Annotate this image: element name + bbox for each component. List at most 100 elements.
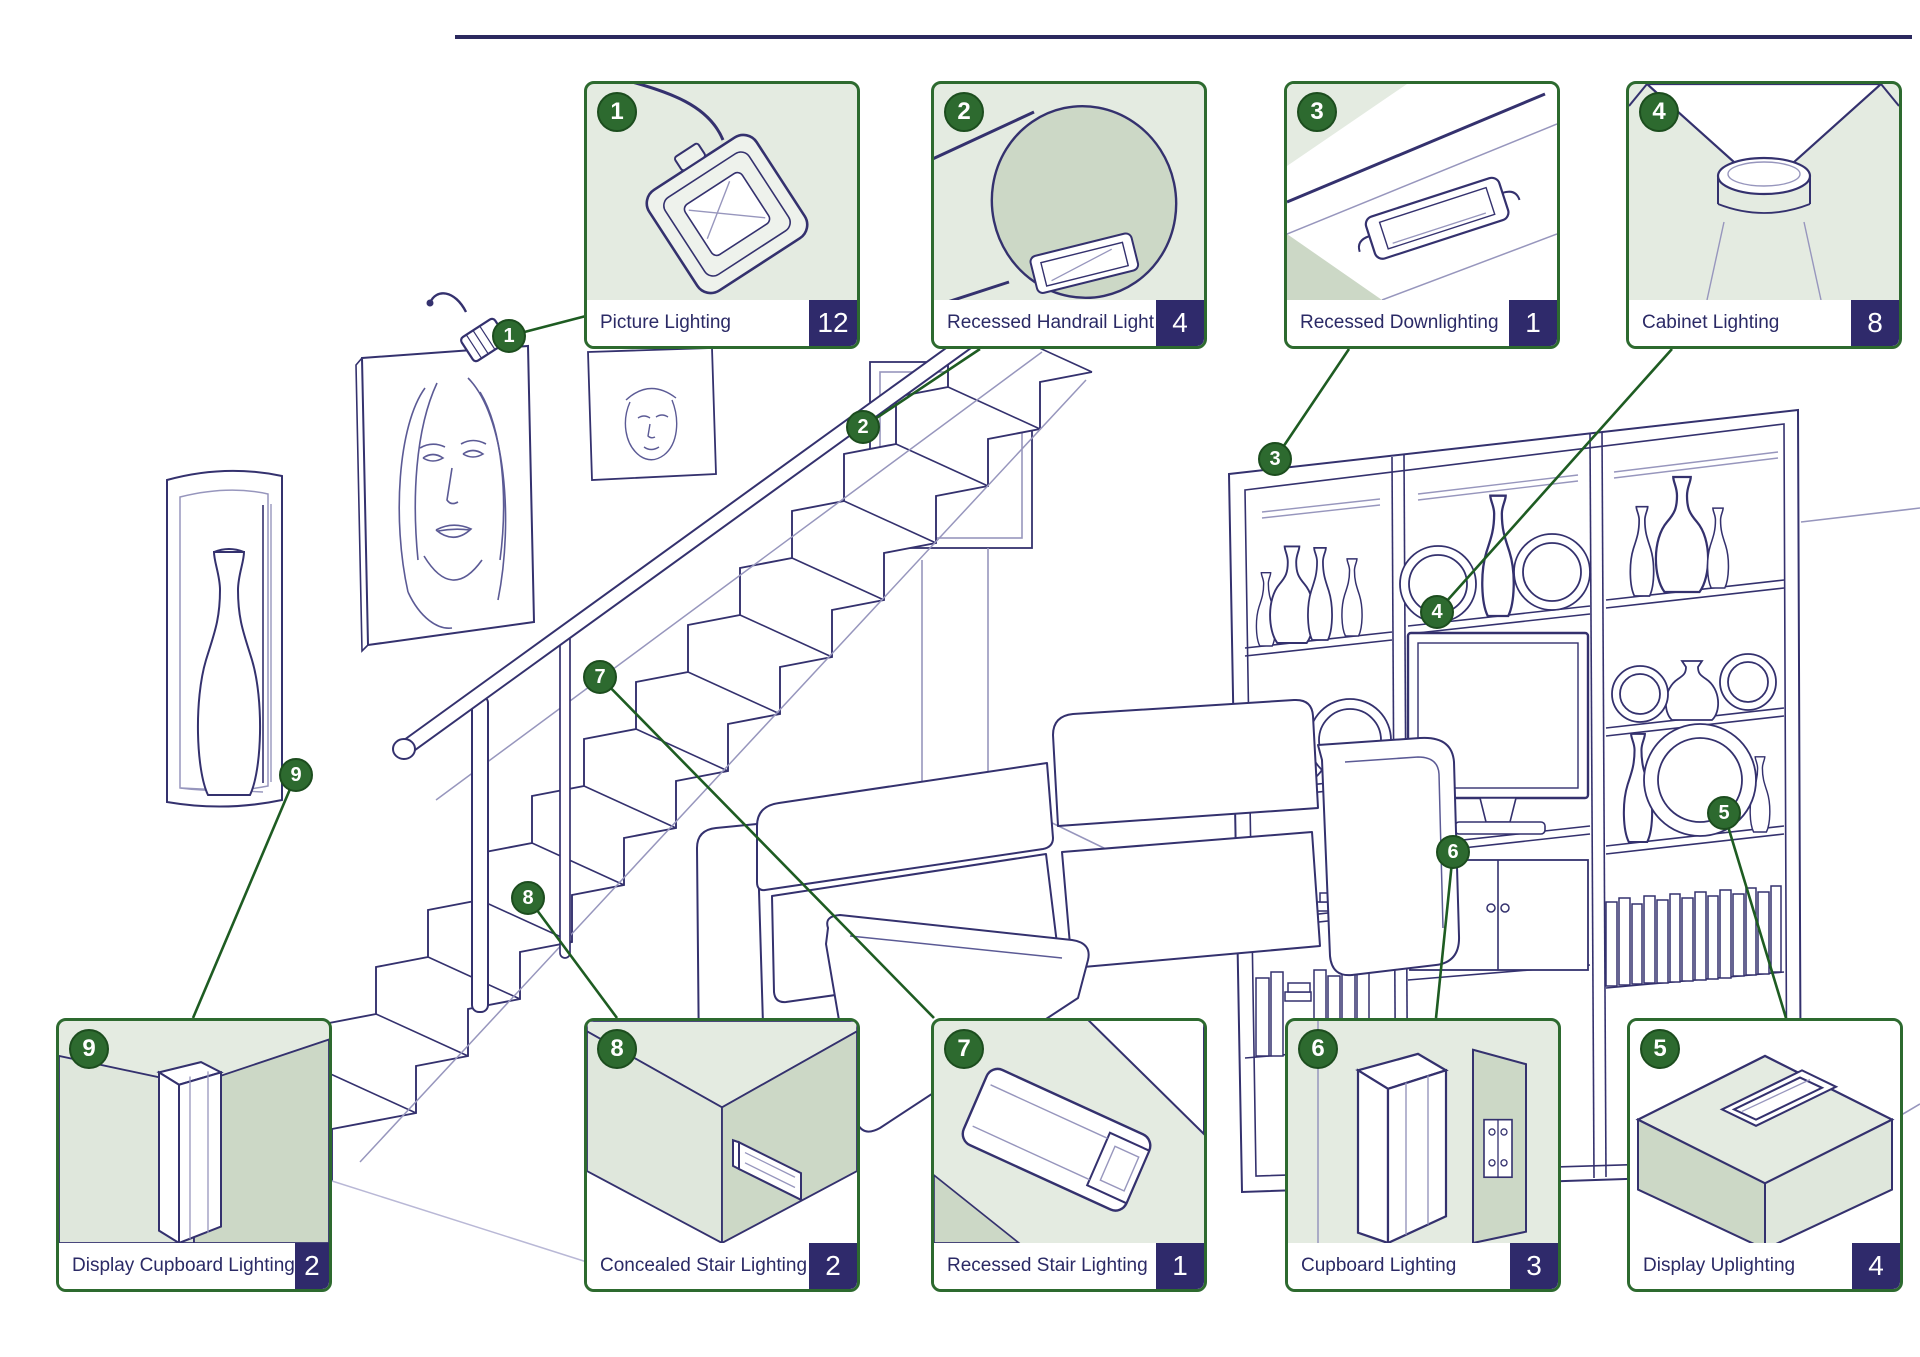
marker-number: 3 [1269, 447, 1281, 470]
callout-label: Concealed Stair Lighting [600, 1255, 808, 1276]
callout-number-badge: 7 [944, 1029, 984, 1069]
callout-number: 6 [1311, 1035, 1325, 1062]
callout-art: 8 [587, 1021, 857, 1243]
callout-art: 6 [1288, 1021, 1558, 1243]
callout-display-cupboard-lighting: 9 Display Cupboard Lighting 2 [56, 1018, 332, 1292]
callout-number-badge: 3 [1297, 92, 1337, 132]
callout-art: 3 [1287, 84, 1557, 300]
callout-count-badge: 2 [294, 1243, 329, 1289]
connector-line-2 [862, 347, 981, 429]
callout-labelbar: Concealed Stair Lighting 2 [587, 1243, 857, 1289]
scene-marker-2: 2 [846, 410, 880, 444]
concealed-stair-light-icon [587, 1021, 857, 1243]
connector-line-9 [191, 774, 298, 1019]
callout-label: Cupboard Lighting [1301, 1255, 1457, 1276]
picture-light-icon [633, 84, 809, 295]
portrait-small [587, 347, 717, 481]
callout-count-badge: 8 [1851, 300, 1899, 346]
handrail-end-cap [392, 738, 416, 760]
marker-number: 1 [503, 324, 515, 347]
callout-number: 7 [957, 1035, 971, 1062]
callout-count-badge: 4 [1852, 1243, 1900, 1289]
callout-number: 9 [82, 1035, 96, 1062]
marker-number: 5 [1718, 801, 1730, 824]
callout-art: 2 [934, 84, 1204, 300]
connector-line-8 [526, 897, 619, 1019]
callout-art: 7 [934, 1021, 1204, 1243]
display-cupboard-light-icon [59, 1038, 329, 1243]
handrail-baluster [559, 627, 571, 959]
callout-cupboard-lighting: 6 Cupboard Lighting [1285, 1018, 1561, 1292]
marker-number: 4 [1431, 600, 1443, 623]
portrait-face-art [398, 377, 507, 629]
callout-art: 5 [1630, 1021, 1900, 1243]
marker-number: 7 [594, 665, 606, 688]
callout-number-badge: 5 [1640, 1029, 1680, 1069]
callout-recessed-stair-lighting: 7 Recessed Stair Lighting 1 [931, 1018, 1207, 1292]
callout-count-badge: 12 [809, 300, 857, 346]
callout-label: Picture Lighting [600, 312, 731, 333]
callout-number: 3 [1310, 98, 1324, 125]
scene-marker-1: 1 [492, 319, 526, 353]
callout-label: Display Cupboard Lighting [72, 1255, 295, 1276]
callout-count-badge: 3 [1510, 1243, 1558, 1289]
scene-marker-4: 4 [1420, 595, 1454, 629]
callout-labelbar: Cupboard Lighting 3 [1288, 1243, 1558, 1289]
callout-number-badge: 9 [69, 1029, 109, 1069]
connector-line-6 [1434, 851, 1455, 1019]
scene-marker-5: 5 [1707, 796, 1741, 830]
callout-art: 4 [1629, 84, 1899, 300]
callout-label: Cabinet Lighting [1642, 312, 1780, 333]
callout-count-badge: 2 [809, 1243, 857, 1289]
callout-number-badge: 1 [597, 92, 637, 132]
marker-number: 9 [290, 763, 302, 786]
callout-number: 5 [1653, 1035, 1667, 1062]
connector-line-5 [1722, 812, 1788, 1019]
connector-line-4 [1436, 348, 1673, 613]
callout-art: 1 [587, 84, 857, 300]
callout-labelbar: Display Cupboard Lighting 2 [59, 1243, 329, 1289]
staircase [239, 329, 1093, 1271]
recessed-stair-light-icon [934, 1021, 1204, 1243]
callout-recessed-downlighting: 3 Recessed Downlighting 1 [1284, 81, 1560, 349]
portrait-large [355, 344, 536, 653]
niche-vase [197, 548, 261, 796]
callout-number: 2 [957, 98, 971, 125]
callout-label: Display Uplighting [1643, 1255, 1796, 1276]
callout-number-badge: 6 [1298, 1029, 1338, 1069]
scene-marker-7: 7 [583, 660, 617, 694]
cabinet-light-icon [1629, 84, 1899, 300]
callout-count-badge: 4 [1156, 300, 1204, 346]
callout-picture-lighting: 1 Picture Lighting 12 [584, 81, 860, 349]
floor-line-left [331, 1180, 613, 1271]
scene-marker-6: 6 [1436, 835, 1470, 869]
handrail-light-icon [934, 104, 1178, 300]
shelf-downlight-slots [1261, 451, 1779, 519]
callout-labelbar: Recessed Downlighting 1 [1287, 300, 1557, 346]
shelving-unit [1227, 408, 1803, 1194]
scene-marker-9: 9 [279, 758, 313, 792]
marker-number: 2 [857, 415, 869, 438]
display-uplight-icon [1635, 1054, 1895, 1243]
display-niche [166, 469, 283, 808]
marker-number: 8 [522, 886, 534, 909]
callout-labelbar: Recessed Stair Lighting 1 [934, 1243, 1204, 1289]
scene-marker-3: 3 [1258, 442, 1292, 476]
callout-label: Recessed Downlighting [1300, 312, 1499, 333]
stair-stringer-line [359, 379, 1087, 1163]
callout-number: 4 [1652, 98, 1666, 125]
callout-label: Recessed Handrail Light [947, 312, 1155, 333]
connector-line-3 [1273, 348, 1351, 460]
callout-number: 8 [610, 1035, 624, 1062]
callout-cabinet-lighting: 4 Cabinet Lighting 8 [1626, 81, 1902, 349]
scene-marker-8: 8 [511, 881, 545, 915]
callout-concealed-stair-lighting: 8 Concealed Stair Lighting 2 [584, 1018, 860, 1292]
sofa [696, 698, 1461, 1133]
connector-lines [191, 314, 1788, 1019]
callout-display-uplighting: 5 Display Uplighting 4 [1627, 1018, 1903, 1292]
callout-number: 1 [610, 98, 624, 125]
callout-number-badge: 8 [597, 1029, 637, 1069]
callout-count-badge: 1 [1509, 300, 1557, 346]
